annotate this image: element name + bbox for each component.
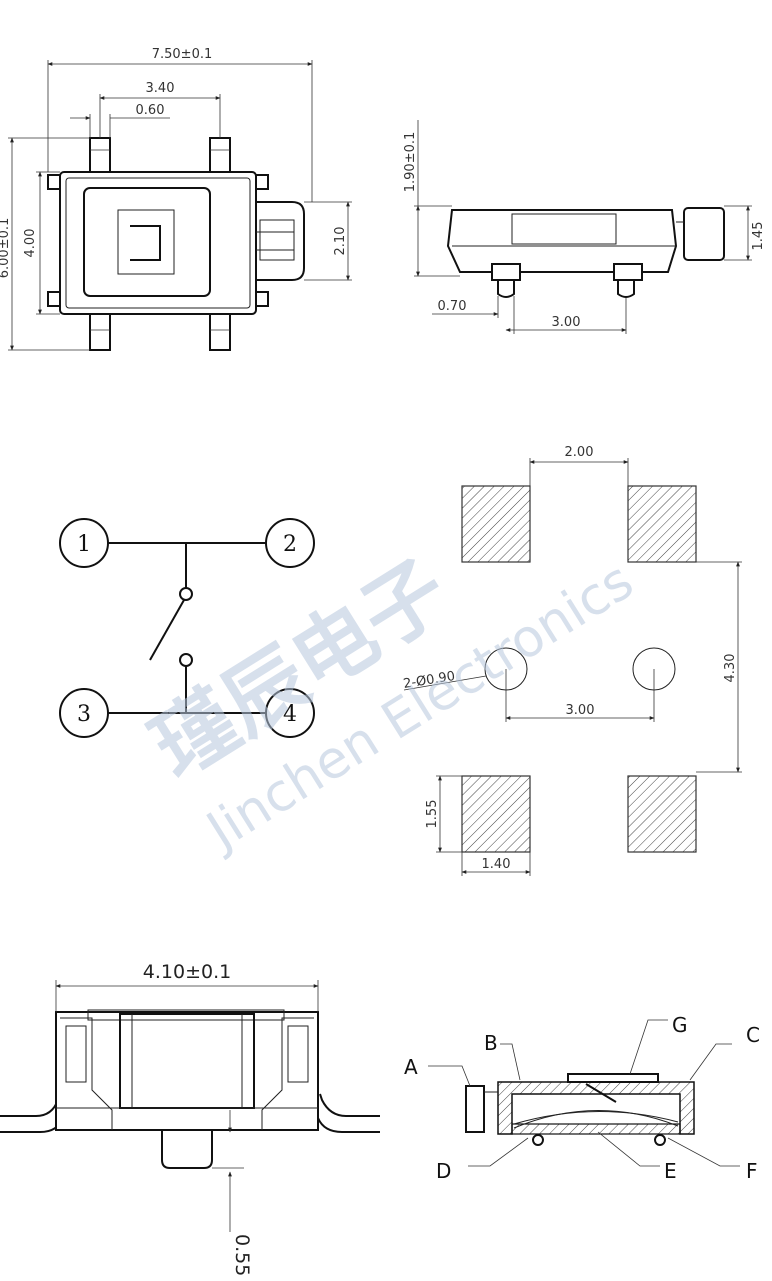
cs-actuator (465, 1085, 485, 1133)
dim-pad-spacing: 2.00 (565, 445, 594, 460)
cross-section: A B C D E F G (404, 1013, 760, 1183)
pad-top-left (461, 485, 531, 563)
dim-post-height: 0.55 (231, 1234, 253, 1276)
pad-bottom-right (627, 775, 697, 853)
top-view: 7.50±0.1 3.40 0.60 6.00±0.1 4.00 2.10 (0, 47, 352, 351)
dim-body-height: 4.00 (23, 229, 38, 258)
pad-top-right (627, 485, 697, 563)
dim-post-offset: 0.70 (438, 299, 467, 314)
side-body (446, 209, 678, 273)
dim-pad-width: 1.40 (482, 857, 511, 872)
dim-post-pitch: 3.00 (552, 315, 581, 330)
node-2 (265, 518, 315, 568)
pin-bottom-left (89, 311, 111, 351)
pin-top-right (209, 137, 231, 173)
node-4-label: 4 (283, 702, 297, 727)
cs-label-c: C (746, 1023, 760, 1047)
side-view: 1.90±0.1 1.45 0.70 3.00 (403, 120, 766, 334)
dim-pad-height: 1.55 (425, 800, 440, 829)
front-view: 4.10±0.1 0.55 (0, 961, 380, 1276)
dim-pin-pitch: 3.40 (146, 81, 175, 96)
front-body (55, 1011, 319, 1131)
node-4 (265, 688, 315, 738)
dim-hole-pitch: 3.00 (566, 703, 595, 718)
node-1-label: 1 (77, 532, 91, 557)
cs-label-g: G (672, 1013, 688, 1037)
dim-actuator-height: 1.45 (751, 222, 766, 251)
dim-footprint-height: 4.30 (723, 654, 738, 683)
node-2-label: 2 (283, 532, 297, 557)
side-post-left (497, 279, 515, 298)
node-1 (59, 518, 109, 568)
cs-label-f: F (746, 1159, 758, 1183)
dim-pin-width: 0.60 (136, 103, 165, 118)
pin-top-left (89, 137, 111, 173)
cs-cover (567, 1073, 659, 1083)
side-actuator (683, 207, 725, 261)
dim-overall-height: 6.00±0.1 (0, 218, 12, 279)
top-body (59, 171, 257, 315)
cs-label-d: D (436, 1159, 451, 1183)
footprint: 2.00 4.30 3.00 2-Ø0.90 1.55 1.40 (402, 445, 742, 876)
dim-front-width: 4.10±0.1 (143, 961, 231, 983)
dim-side-height: 1.90±0.1 (403, 132, 418, 193)
cs-label-a: A (404, 1055, 418, 1079)
pin-bottom-right (209, 311, 231, 351)
schematic: 1 2 3 4 (59, 518, 315, 738)
front-post (161, 1129, 213, 1169)
cs-label-b: B (484, 1031, 498, 1055)
dim-overall-width: 7.50±0.1 (152, 47, 213, 62)
node-3 (59, 688, 109, 738)
dim-actuator-width: 2.10 (333, 227, 348, 256)
cs-label-e: E (664, 1159, 677, 1183)
pad-bottom-left (461, 775, 531, 853)
top-actuator (255, 201, 305, 281)
node-3-label: 3 (77, 702, 91, 727)
side-post-right (617, 279, 635, 298)
